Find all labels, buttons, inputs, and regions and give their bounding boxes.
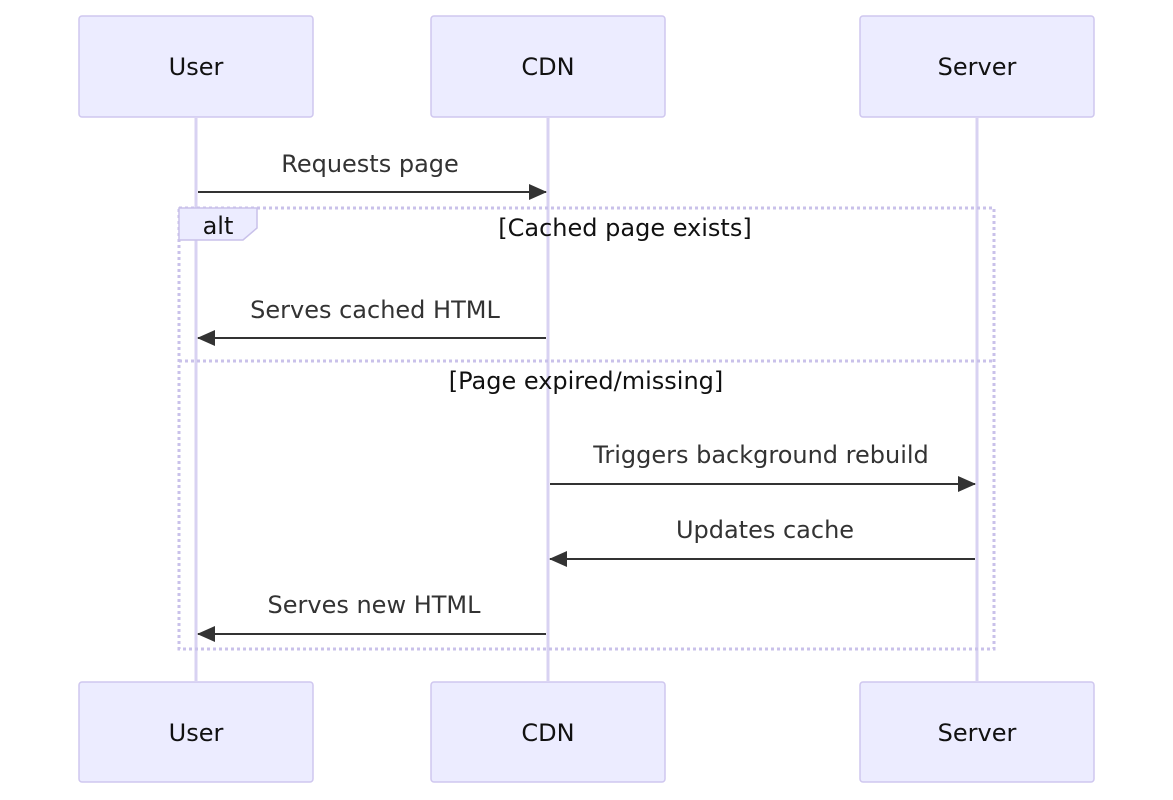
message-serves-cached: Serves cached HTML [197, 296, 546, 346]
message-label: Triggers background rebuild [592, 441, 929, 469]
alt-frame-border [177, 206, 996, 651]
message-requests-page: Requests page [198, 150, 547, 200]
actor-box [78, 15, 314, 118]
actor-box [859, 681, 1095, 783]
actor-box [78, 681, 314, 783]
actor-server-top: Server [859, 15, 1095, 118]
alt-frame-tag [178, 207, 258, 241]
actor-user-top: User [78, 15, 314, 118]
actor-label: User [169, 53, 224, 81]
actor-user-bottom: User [78, 681, 314, 783]
actor-box [430, 681, 666, 783]
message-label: Requests page [281, 150, 459, 178]
message-serves-new: Serves new HTML [197, 591, 546, 642]
actor-box [430, 15, 666, 118]
message-label: Updates cache [676, 516, 854, 544]
alt-frame-tag-label: alt [203, 212, 234, 240]
actor-label: User [169, 719, 224, 747]
actor-box [859, 15, 1095, 118]
actor-label: CDN [521, 719, 574, 747]
message-updates-cache: Updates cache [549, 516, 975, 567]
message-label: Serves cached HTML [250, 296, 500, 324]
message-label: Serves new HTML [268, 591, 482, 619]
alt-condition-expired: [Page expired/missing] [449, 367, 724, 395]
alt-frame: alt [Cached page exists] [Page expired/m… [177, 206, 996, 651]
message-triggers-rebuild: Triggers background rebuild [550, 441, 976, 492]
actor-cdn-bottom: CDN [430, 681, 666, 783]
actor-label: CDN [521, 53, 574, 81]
actor-label: Server [938, 53, 1017, 81]
actor-cdn-top: CDN [430, 15, 666, 118]
actor-label: Server [938, 719, 1017, 747]
actor-server-bottom: Server [859, 681, 1095, 783]
alt-condition-cached: [Cached page exists] [498, 214, 751, 242]
